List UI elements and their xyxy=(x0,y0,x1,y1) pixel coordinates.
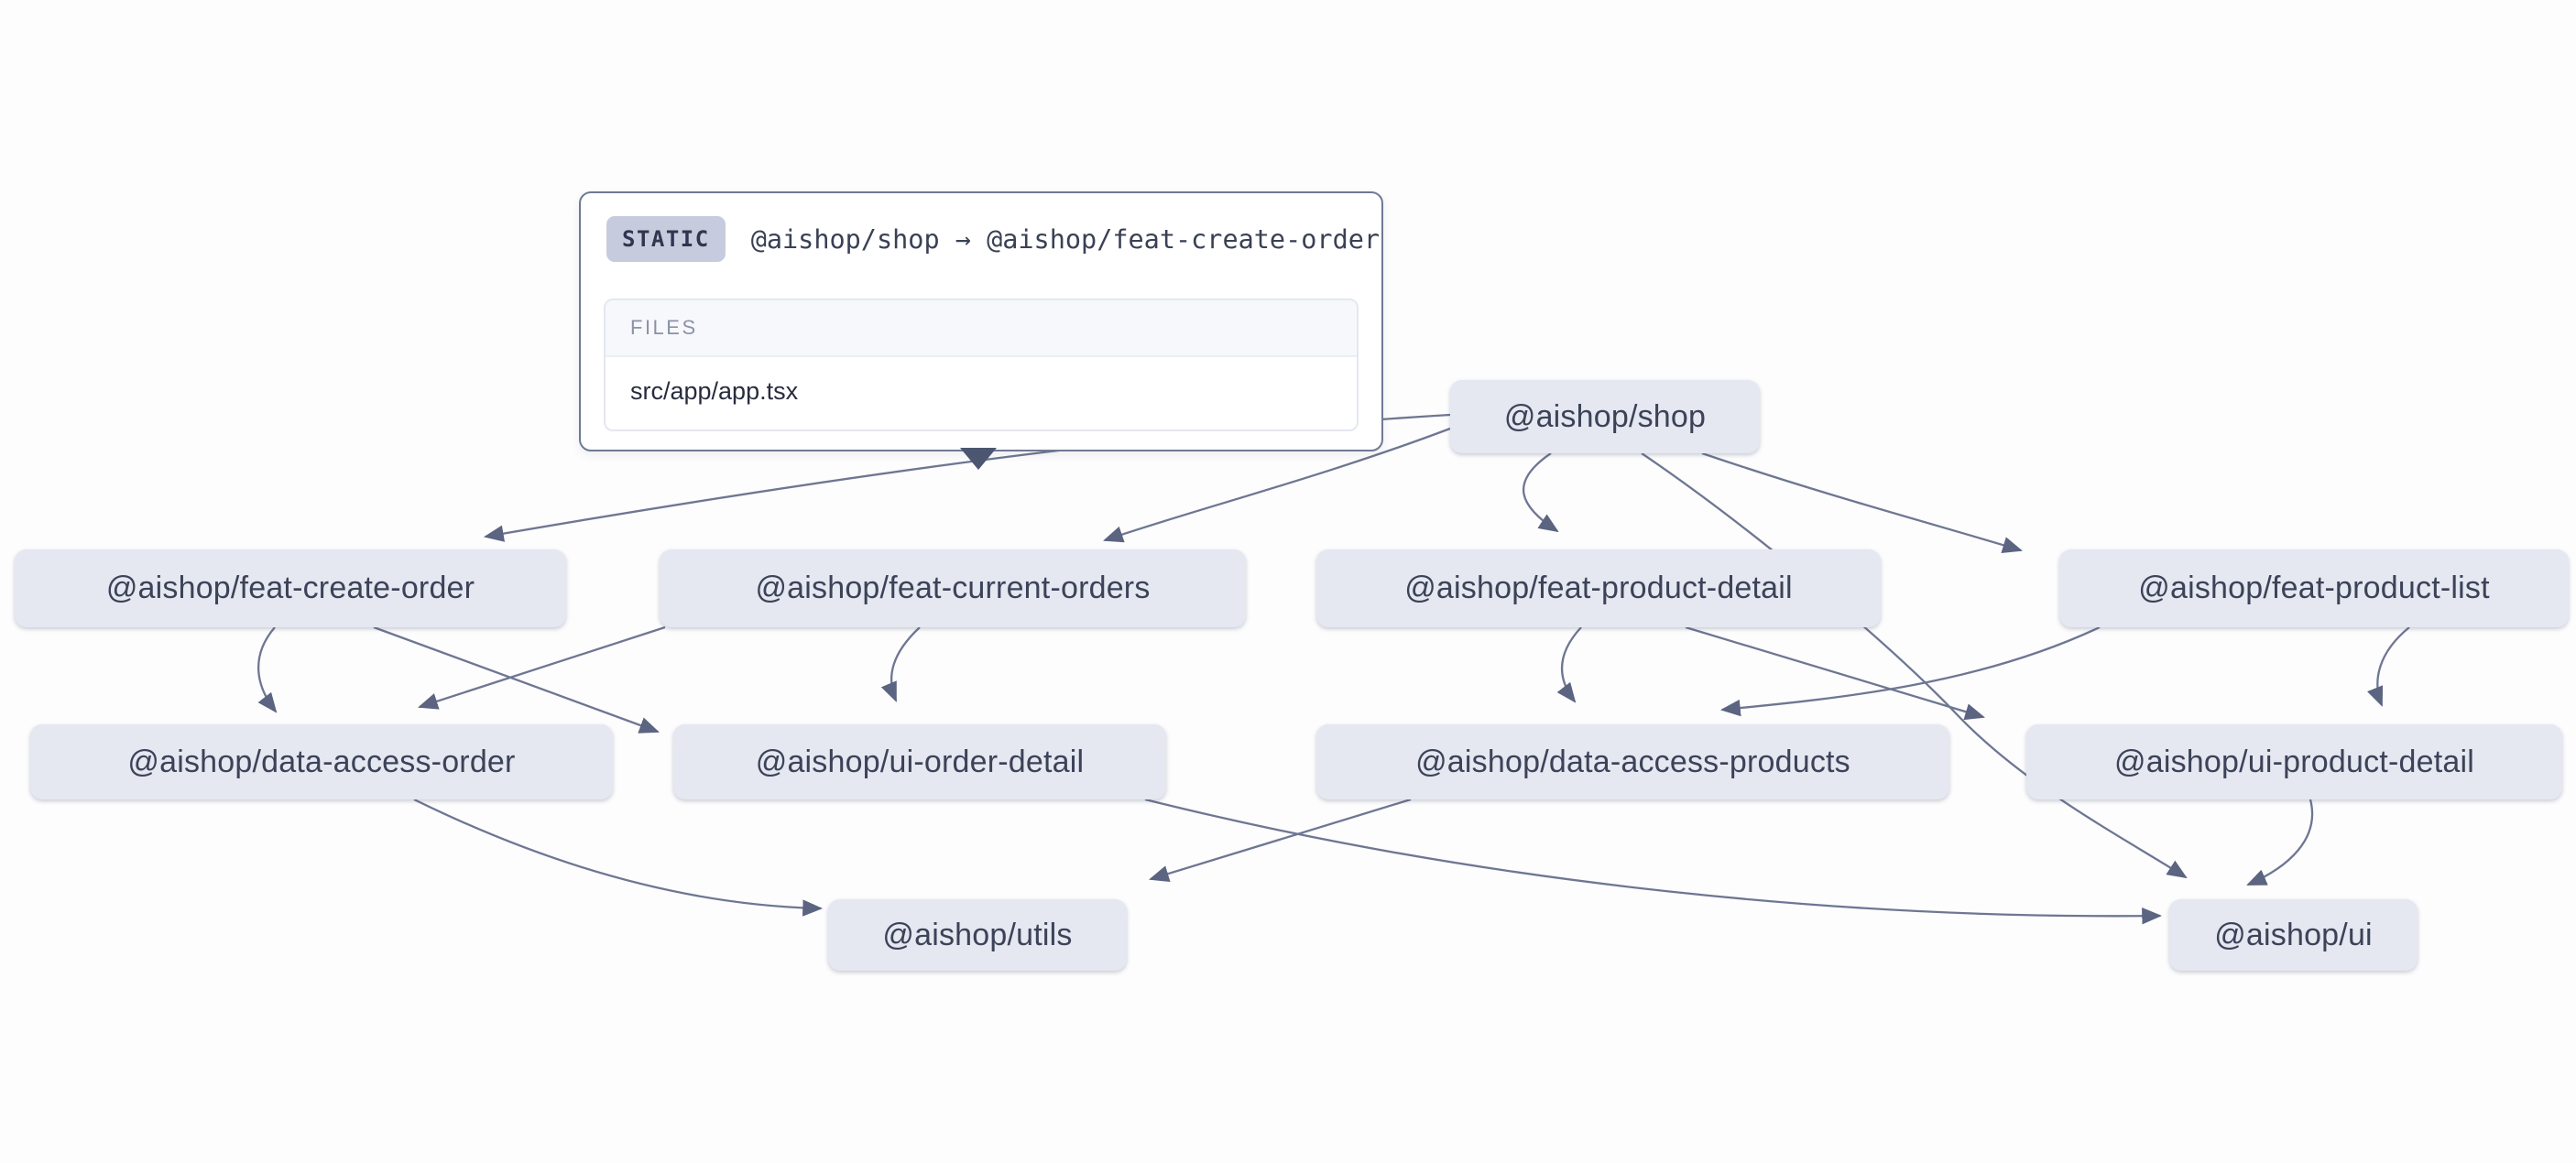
files-panel: FILES src/app/app.tsx xyxy=(604,299,1359,431)
edge-shop-to-feat-product-list[interactable] xyxy=(1701,451,2023,553)
edge-shop-to-feat-product-detail[interactable] xyxy=(1523,452,1559,533)
edge-ui-product-detail-to-ui[interactable] xyxy=(2246,799,2313,886)
node-ui[interactable]: @aishop/ui xyxy=(2169,899,2418,971)
edge-ui-order-detail-to-ui[interactable] xyxy=(1144,798,2163,925)
node-ui-product-detail[interactable]: @aishop/ui-product-detail xyxy=(2026,724,2562,799)
edge-feat-product-list-to-ui-product-detail[interactable] xyxy=(2367,626,2410,707)
node-utils[interactable]: @aishop/utils xyxy=(828,899,1127,971)
edge-data-access-order-to-utils[interactable] xyxy=(413,798,824,917)
node-feat-current-orders[interactable]: @aishop/feat-current-orders xyxy=(660,549,1246,627)
edge-data-access-products-to-utils[interactable] xyxy=(1149,798,1412,883)
edge-feat-current-orders-to-ui-order-detail[interactable] xyxy=(880,626,921,702)
edge-shop-to-feat-current-orders[interactable] xyxy=(1103,427,1451,543)
node-feat-create-order[interactable]: @aishop/feat-create-order xyxy=(15,549,566,627)
edge-feat-create-order-to-ui-order-detail[interactable] xyxy=(373,625,660,734)
file-item: src/app/app.tsx xyxy=(606,357,1357,429)
tooltip-header: STATIC @aishop/shop → @aishop/feat-creat… xyxy=(606,216,1380,262)
edge-type-badge: STATIC xyxy=(606,216,726,262)
edge-feat-product-detail-to-data-access-products[interactable] xyxy=(1556,626,1582,703)
edge-feat-create-order-to-data-access-order[interactable] xyxy=(257,626,278,713)
edge-feat-product-detail-to-ui-product-detail[interactable] xyxy=(1685,625,1985,721)
node-shop[interactable]: @aishop/shop xyxy=(1450,380,1760,453)
edge-feat-current-orders-to-data-access-order[interactable] xyxy=(418,625,666,710)
node-ui-order-detail[interactable]: @aishop/ui-order-detail xyxy=(673,724,1166,799)
edge-tooltip-title: @aishop/shop → @aishop/feat-create-order xyxy=(750,223,1381,255)
tooltip-pointer-icon xyxy=(960,448,997,470)
node-data-access-order[interactable]: @aishop/data-access-order xyxy=(30,724,613,799)
edge-feat-product-list-to-data-access-products[interactable] xyxy=(1719,625,2101,717)
node-data-access-products[interactable]: @aishop/data-access-products xyxy=(1316,724,1949,799)
files-panel-header: FILES xyxy=(606,300,1357,357)
edge-tooltip: STATIC @aishop/shop → @aishop/feat-creat… xyxy=(579,191,1383,470)
node-feat-product-list[interactable]: @aishop/feat-product-list xyxy=(2059,549,2569,627)
node-feat-product-detail[interactable]: @aishop/feat-product-detail xyxy=(1316,549,1881,627)
edge-shop-to-ui[interactable] xyxy=(1641,452,2188,879)
